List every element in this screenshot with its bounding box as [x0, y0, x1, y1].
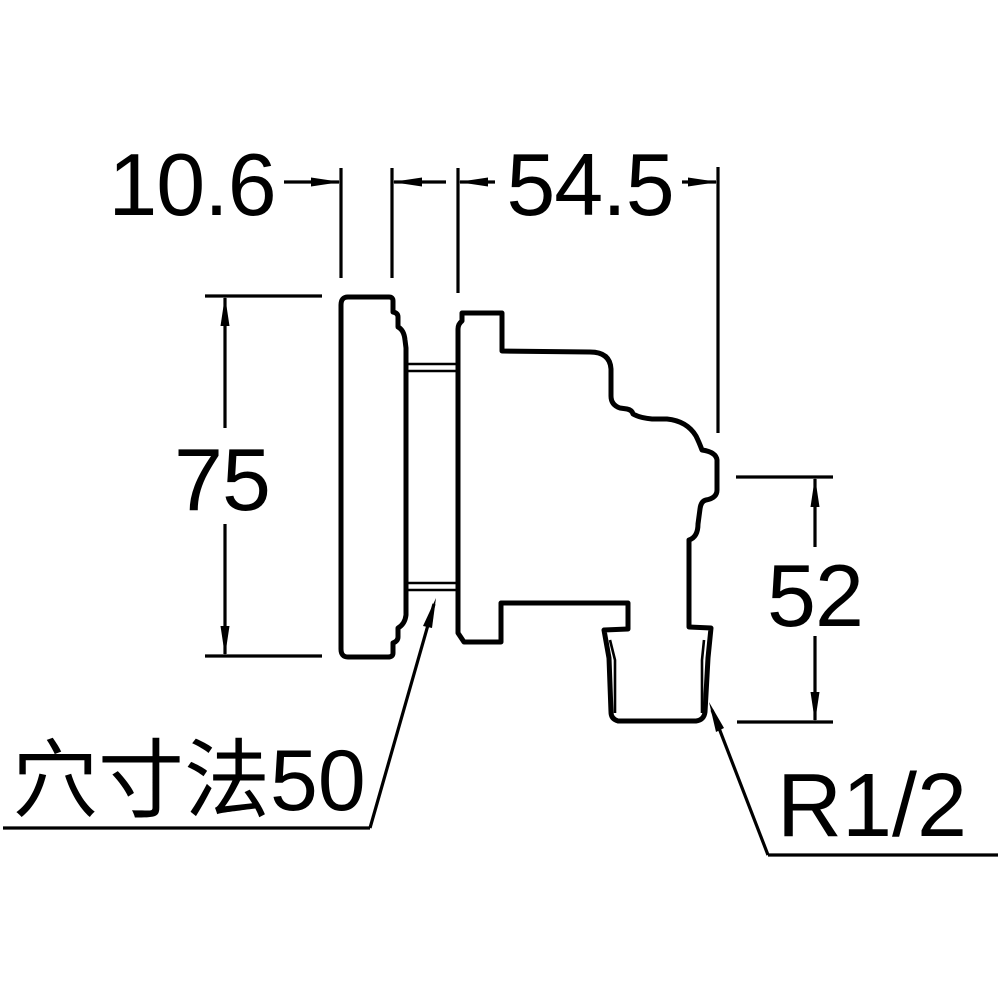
- arrow-up-right-icon: [423, 598, 436, 628]
- arrow-down-icon: [220, 626, 230, 656]
- arrow-right-icon: [311, 177, 341, 187]
- wall-plate-outline: [338, 294, 409, 660]
- dimension-value-plate-height: 75: [174, 430, 270, 529]
- shank-thread-lines: [407, 362, 457, 592]
- callout-thread-size: R1/2: [709, 702, 998, 857]
- dimension-outlet-drop: 52: [736, 475, 864, 724]
- leader-line: [368, 603, 436, 829]
- dimension-plate-height: 75: [174, 294, 322, 658]
- arrow-up-icon: [810, 477, 820, 507]
- arrow-right-icon: [688, 177, 718, 187]
- dimension-value-outlet-drop: 52: [767, 546, 863, 645]
- arrow-up-icon: [220, 296, 230, 326]
- leader-line: [710, 709, 770, 856]
- thread-size-label: R1/2: [777, 756, 967, 856]
- dimension-value-body-depth: 54.5: [506, 135, 673, 234]
- dimension-body-depth: 54.5: [456, 135, 720, 433]
- pipe-thread-lines: [608, 639, 706, 713]
- arrow-left-icon: [458, 177, 488, 187]
- arrow-down-icon: [810, 692, 820, 722]
- callout-hole-size: 穴寸法50: [3, 598, 436, 830]
- dimension-value-plate-thickness: 10.6: [108, 135, 275, 234]
- dimension-plate-thickness: 10.6: [108, 135, 446, 278]
- valve-body-outline: [455, 310, 720, 724]
- arrow-up-left-icon: [709, 702, 724, 732]
- arrow-left-icon: [392, 177, 422, 187]
- hole-size-label: 穴寸法50: [12, 733, 366, 829]
